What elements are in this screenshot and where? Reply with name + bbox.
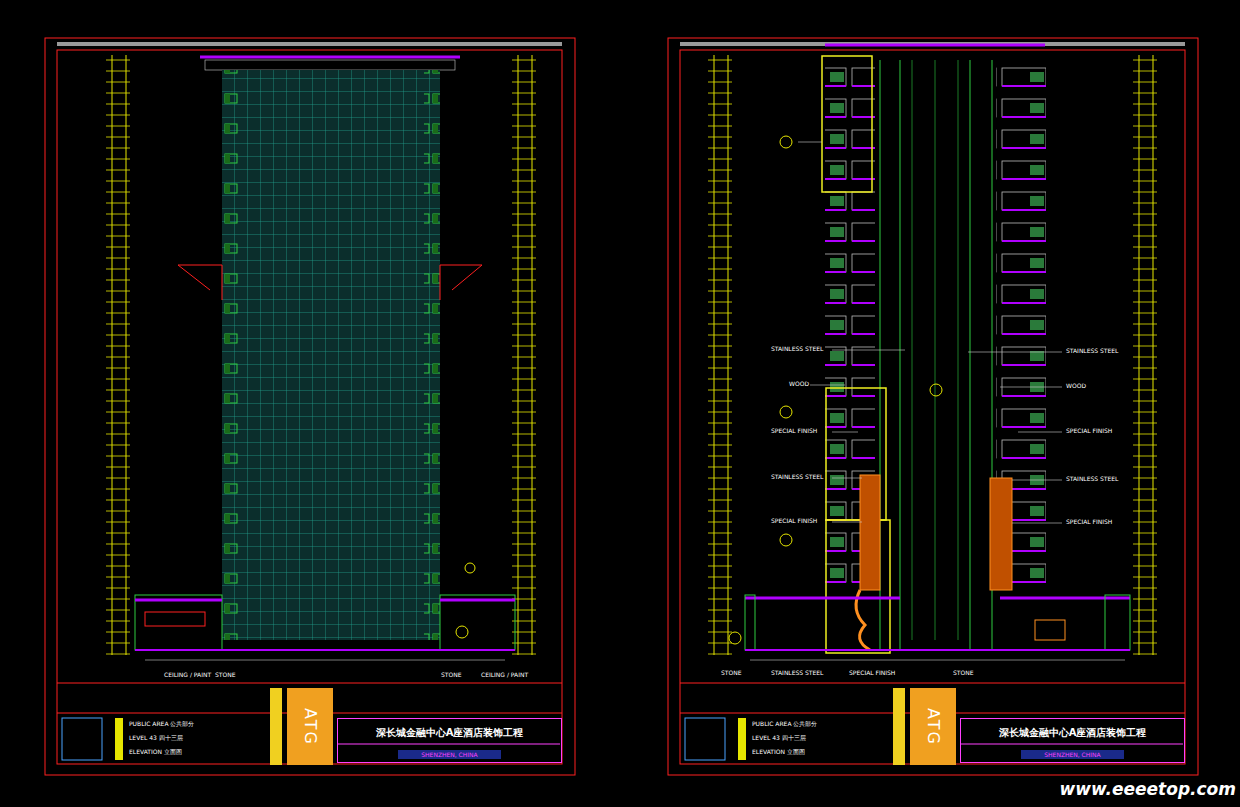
annotation-label: ELEVATION 立面图 xyxy=(751,749,806,756)
annotation-label: CEILING / PAINT xyxy=(163,672,212,679)
annotation-label: WOOD xyxy=(788,381,810,388)
logo-text: ATG xyxy=(924,708,943,746)
annotation-label: STONE xyxy=(214,672,236,679)
annotation-label: PUBLIC AREA 公共部分 xyxy=(128,721,195,728)
annotation-label: SPECIAL FINISH xyxy=(1065,519,1113,526)
annotation-label: STAINLESS STEEL xyxy=(770,474,824,481)
logo-box: ATG xyxy=(287,688,333,765)
annotation-label: LEVEL 43 四十三层 xyxy=(751,735,807,742)
title-box: 深长城金融中心A座酒店装饰工程 SHENZHEN, CHINA xyxy=(337,718,562,763)
annotation-label: STAINLESS STEEL xyxy=(1065,476,1119,483)
annotation-label: PUBLIC AREA 公共部分 xyxy=(751,721,818,728)
annotation-label: ELEVATION 立面图 xyxy=(128,749,183,756)
annotation-label: STONE xyxy=(440,672,462,679)
logo-box: ATG xyxy=(910,688,956,765)
annotation-label: WOOD xyxy=(1065,383,1087,390)
annotation-label: SPECIAL FINISH xyxy=(770,518,818,525)
annotation-label: STAINLESS STEEL xyxy=(1065,348,1119,355)
annotation-label: LEVEL 43 四十三层 xyxy=(128,735,184,742)
annotation-label: STAINLESS STEEL xyxy=(770,346,824,353)
annotation-label: STONE xyxy=(952,670,974,677)
annotation-label: STONE xyxy=(720,670,742,677)
project-location: SHENZHEN, CHINA xyxy=(1021,750,1124,759)
annotation-label: CEILING / PAINT xyxy=(480,672,529,679)
title-box: 深长城金融中心A座酒店装饰工程 SHENZHEN, CHINA xyxy=(960,718,1185,763)
project-title: 深长城金融中心A座酒店装饰工程 xyxy=(961,726,1184,744)
project-title: 深长城金融中心A座酒店装饰工程 xyxy=(338,726,561,744)
annotation-label: SPECIAL FINISH xyxy=(770,428,818,435)
project-location: SHENZHEN, CHINA xyxy=(398,750,501,759)
annotation-label: STAINLESS STEEL xyxy=(770,670,824,677)
annotation-label: SPECIAL FINISH xyxy=(1065,428,1113,435)
annotation-label: SPECIAL FINISH xyxy=(848,670,896,677)
logo-text: ATG xyxy=(301,708,320,746)
watermark: www.eeeetop.com xyxy=(1059,780,1236,799)
